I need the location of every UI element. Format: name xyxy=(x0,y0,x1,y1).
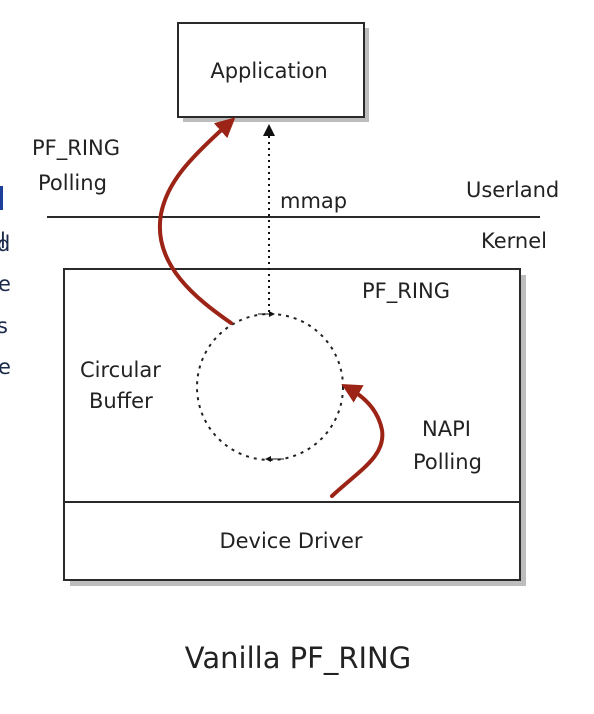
circular-buffer-label-line1: Circular xyxy=(80,358,161,382)
diagram-caption: Vanilla PF_RING xyxy=(185,641,411,675)
kernel-box xyxy=(63,268,526,586)
edge-fragment: e xyxy=(0,272,11,296)
userland-label: Userland xyxy=(466,178,559,202)
pf-ring-polling-arrow xyxy=(157,117,236,325)
napi-polling-label-line2: Polling xyxy=(413,450,482,474)
mmap-label: mmap xyxy=(280,189,347,213)
pf-ring-box-label: PF_RING xyxy=(362,279,450,304)
napi-polling-label-line1: NAPI xyxy=(422,417,471,441)
pf-ring-polling-label-line2: Polling xyxy=(38,171,107,195)
application-label: Application xyxy=(210,59,327,83)
edge-fragment: l xyxy=(0,229,6,253)
device-driver-label: Device Driver xyxy=(219,529,362,553)
pf-ring-polling-label-line1: PF_RING xyxy=(32,136,120,161)
edge-fragment: e xyxy=(0,355,11,379)
kernel-label: Kernel xyxy=(481,229,547,253)
napi-polling-arrow xyxy=(330,384,385,498)
edge-fragment: s xyxy=(0,314,8,338)
edge-fragment: d xyxy=(0,232,11,256)
edge-accent-bar xyxy=(0,186,3,210)
application-box: Application xyxy=(177,22,369,122)
circular-buffer-label-line2: Buffer xyxy=(89,389,153,413)
